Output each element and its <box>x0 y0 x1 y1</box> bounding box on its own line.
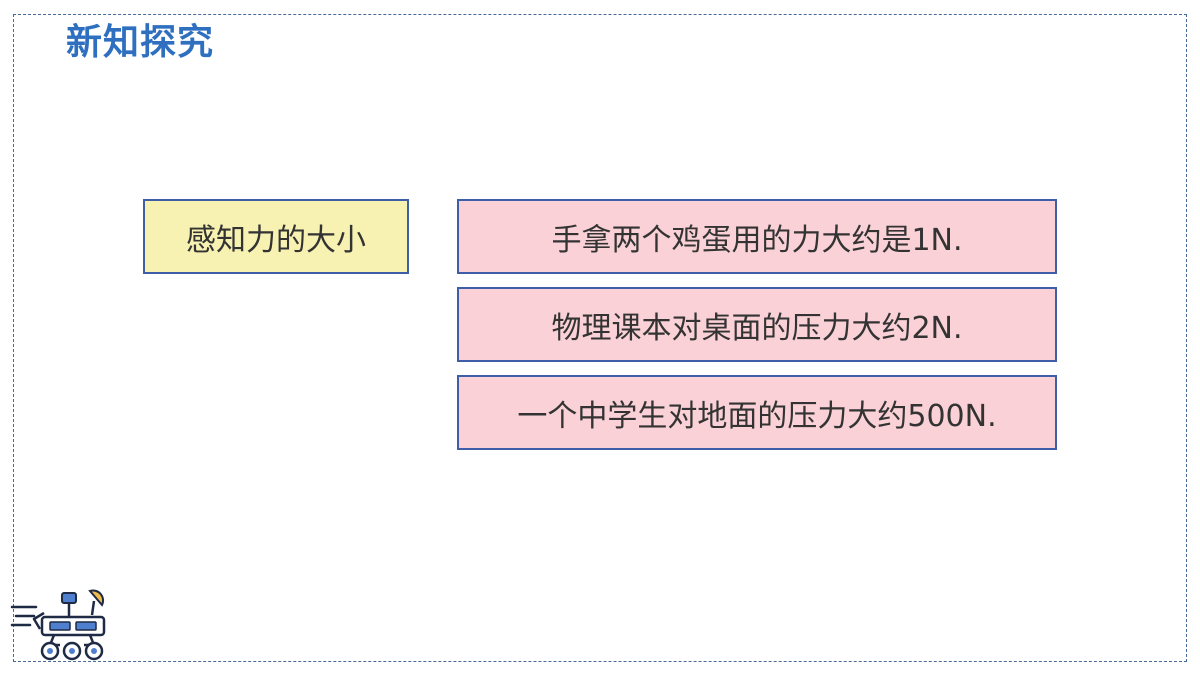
page-title: 新知探究 <box>66 22 215 63</box>
topic-box: 感知力的大小 <box>143 199 409 274</box>
fact-box-textbook: 物理课本对桌面的压力大约2N. <box>457 287 1057 362</box>
mars-rover-icon <box>10 589 106 661</box>
fact-box-student: 一个中学生对地面的压力大约500N. <box>457 375 1057 450</box>
dashed-frame <box>13 14 1187 662</box>
fact-box-eggs: 手拿两个鸡蛋用的力大约是1N. <box>457 199 1057 274</box>
